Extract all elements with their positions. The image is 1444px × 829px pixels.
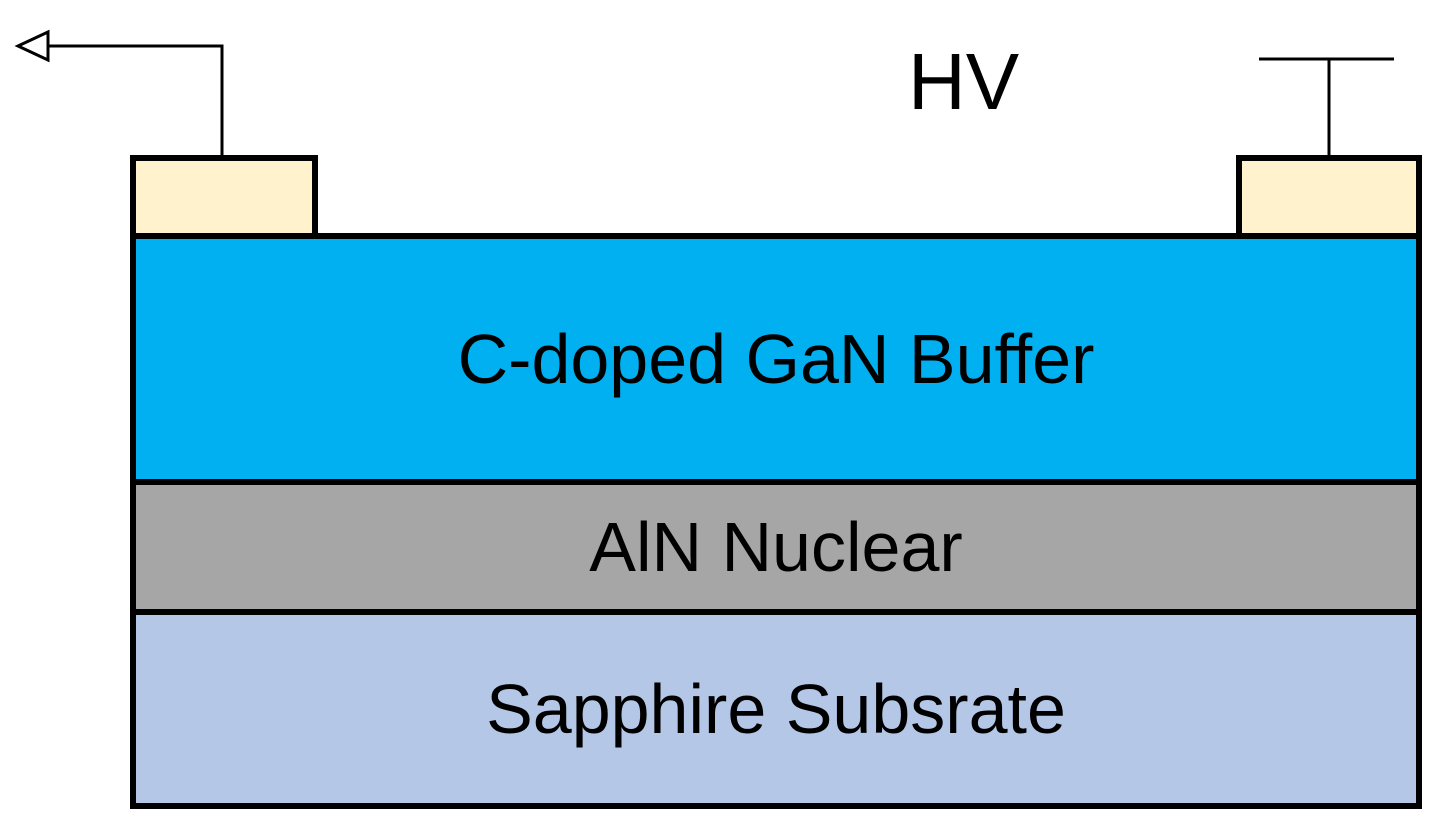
sapphire-substrate-layer: Sapphire Subsrate (130, 609, 1422, 809)
left-metal-contact (130, 155, 318, 239)
gan-buffer-label: C-doped GaN Buffer (457, 320, 1095, 398)
hv-label: HV (908, 37, 1020, 126)
left-lead-wire (48, 44, 224, 158)
right-metal-contact (1236, 155, 1422, 239)
sapphire-substrate-label: Sapphire Subsrate (486, 670, 1066, 748)
ground-arrow-icon (14, 29, 224, 158)
voltage-terminal-icon (1259, 57, 1394, 158)
aln-nuclear-layer: AlN Nuclear (130, 479, 1422, 615)
aln-nuclear-label: AlN Nuclear (589, 508, 963, 586)
left-arrow-head (14, 29, 50, 63)
gan-buffer-layer: C-doped GaN Buffer (130, 233, 1422, 485)
